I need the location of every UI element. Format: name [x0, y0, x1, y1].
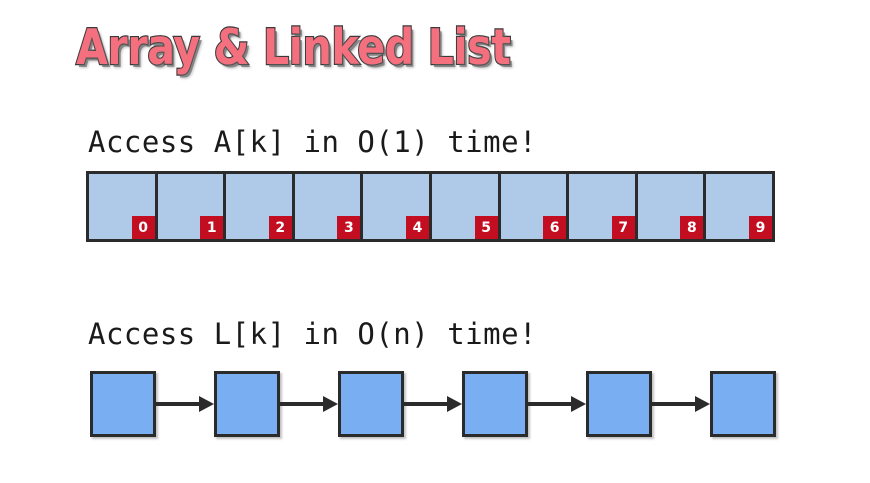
linked-list-node	[586, 370, 652, 437]
array-index-badge: 9	[748, 216, 772, 239]
arrow-head	[695, 395, 710, 412]
linked-list-node	[462, 370, 528, 437]
array-index-badge: 8	[680, 216, 704, 239]
linked-list-node	[90, 370, 156, 437]
arrow-shaft	[404, 401, 450, 406]
array-cell: 0	[86, 171, 155, 242]
array-access-caption: Access A[k] in O(1) time!	[88, 125, 537, 159]
arrow-head	[323, 395, 338, 412]
array-cell: 4	[360, 171, 429, 242]
array-cell: 3	[291, 171, 361, 242]
array-cell: 6	[497, 171, 567, 242]
arrow-head	[447, 395, 462, 412]
array-cell: 8	[634, 171, 704, 242]
array-index-badge: 5	[474, 216, 498, 239]
arrow-shaft	[652, 401, 698, 406]
linked-list-access-caption: Access L[k] in O(n) time!	[88, 317, 537, 351]
array-index-badge: 3	[337, 216, 361, 239]
array-diagram: 0 1 2 3 4 5 6 7 8 9	[86, 171, 775, 242]
linked-list-node	[710, 370, 776, 437]
arrow-head	[199, 395, 214, 412]
linked-list-node	[338, 370, 404, 437]
array-cell: 2	[223, 171, 292, 242]
array-index-badge: 7	[611, 216, 635, 239]
array-cell: 1	[154, 171, 224, 242]
arrow-right-icon	[528, 395, 586, 412]
arrow-right-icon	[404, 395, 462, 412]
arrow-head	[571, 395, 586, 412]
arrow-shaft	[280, 401, 326, 406]
array-cell: 5	[428, 171, 498, 242]
array-index-badge: 4	[405, 216, 429, 239]
arrow-shaft	[528, 401, 574, 406]
array-index-badge: 6	[543, 216, 567, 239]
array-cell: 9	[703, 171, 775, 242]
array-index-badge: 2	[268, 216, 292, 239]
arrow-right-icon	[280, 395, 338, 412]
array-index-badge: 0	[131, 216, 155, 239]
linked-list-diagram	[90, 370, 776, 437]
linked-list-node	[214, 370, 280, 437]
page-title: Array & Linked List	[75, 19, 512, 76]
arrow-shaft	[156, 401, 202, 406]
array-index-badge: 1	[200, 216, 224, 239]
arrow-right-icon	[156, 395, 214, 412]
arrow-right-icon	[652, 395, 710, 412]
array-cell: 7	[566, 171, 635, 242]
